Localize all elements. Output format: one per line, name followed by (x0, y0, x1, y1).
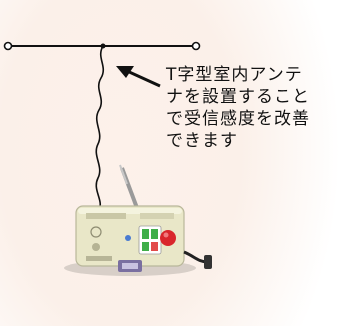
caption-line-2: ナを設置すること (166, 87, 310, 107)
antenna-feed-wire (95, 45, 105, 211)
antenna-left-terminal (3, 41, 13, 51)
device-green-button (142, 229, 149, 239)
receiver-device-icon (64, 164, 212, 276)
device-red-knob (160, 230, 176, 246)
left-pointing-arrow-icon (116, 66, 161, 88)
caption-line-1: T字型室内アンテ (166, 65, 303, 85)
caption-line-3: で受信感度を改善 (166, 109, 310, 129)
caption-line-4: できます (166, 131, 238, 151)
antenna-caption: T字型室内アンテ ナを設置すること で受信感度を改善 できます (166, 64, 338, 152)
antenna-right-terminal (191, 41, 201, 51)
